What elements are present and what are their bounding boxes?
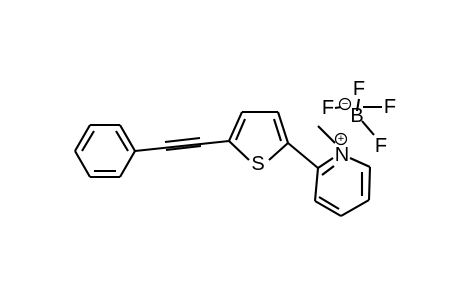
- thiophene-ring: [228, 110, 289, 161]
- bond: [228, 140, 250, 161]
- alkyne-triple-bond: [134, 136, 230, 153]
- bond: [165, 144, 202, 152]
- atom-fluorine-right: F: [384, 96, 396, 118]
- bond: [235, 118, 246, 141]
- bond: [74, 124, 91, 152]
- bond: [318, 196, 340, 210]
- bond: [313, 167, 320, 202]
- atom-fluorine-bottom: F: [375, 135, 387, 157]
- atom-boron: B: [350, 105, 363, 127]
- bond: [317, 157, 334, 169]
- phenyl-ring: [74, 123, 136, 179]
- bond: [119, 150, 136, 178]
- bond: [164, 136, 201, 144]
- atom-nitrogen: N: [335, 144, 349, 166]
- bond: [355, 98, 361, 112]
- bond: [287, 142, 319, 169]
- n-methyl-bond: [317, 125, 336, 144]
- bond: [228, 111, 243, 142]
- bond: [321, 165, 335, 176]
- atom-fluorine-top: F: [353, 78, 365, 100]
- bond: [277, 111, 289, 144]
- bond: [272, 118, 283, 142]
- bond: [361, 120, 375, 136]
- charge-boron: −: [342, 98, 348, 110]
- charge-nitrogen: +: [338, 133, 344, 145]
- bond: [268, 142, 289, 161]
- bond: [367, 166, 372, 201]
- bond: [115, 130, 129, 152]
- bond: [340, 199, 370, 217]
- atom-fluorine-left: F: [322, 97, 334, 119]
- bond: [74, 150, 91, 178]
- bond: [81, 130, 95, 152]
- positive-charge-icon: +: [334, 132, 348, 146]
- negative-charge-icon: −: [338, 97, 352, 111]
- bond: [119, 124, 136, 152]
- bond: [134, 139, 230, 153]
- atom-sulfur: S: [251, 153, 264, 175]
- bond: [349, 157, 371, 168]
- pyridinium-ring: [313, 157, 372, 217]
- bond: [314, 200, 342, 217]
